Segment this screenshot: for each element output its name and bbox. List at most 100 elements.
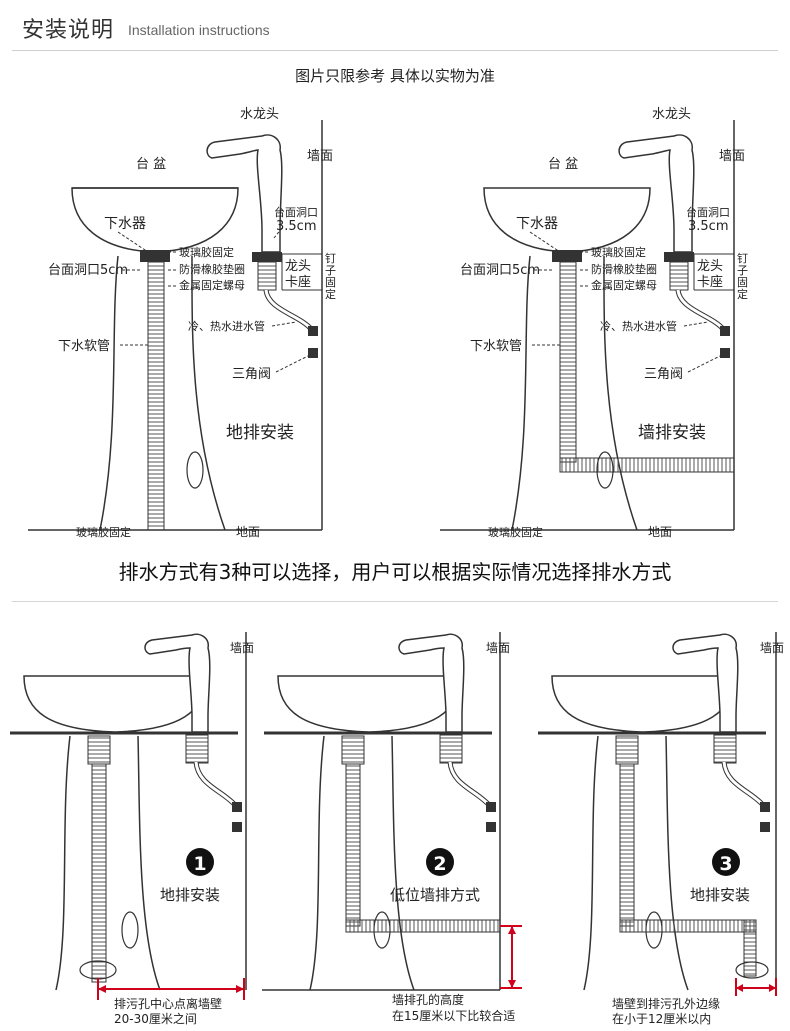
access-hole [121, 911, 139, 949]
faucet [672, 633, 739, 733]
label-metal-nut: 金属固定螺母 [179, 278, 245, 292]
access-hole [645, 911, 663, 949]
label-wall: 墙面 [230, 641, 254, 655]
angle-valve [720, 326, 730, 336]
option-number: 1 [193, 853, 206, 875]
header-divider [12, 50, 778, 51]
svg-text:定: 定 [737, 287, 748, 301]
water-hose [721, 761, 766, 808]
option-2-diagram: 墙面 2 低位墙排方式 墙排孔的高度 在15厘米以下比较合适 [262, 632, 522, 1023]
label-hole-35-b: 3.5cm [276, 219, 317, 234]
label-angle-valve: 三角阀 [644, 367, 683, 382]
basin-bowl [551, 675, 735, 733]
label-hole-5: 台面洞口5cm [460, 263, 540, 278]
drain-pipe [619, 763, 635, 927]
svg-text:子: 子 [737, 264, 748, 277]
faucet-seat [252, 252, 282, 262]
basin-bowl [483, 187, 651, 253]
drain-pipe [559, 261, 577, 463]
angle-valve [486, 802, 496, 812]
label-wall: 墙面 [486, 641, 510, 655]
label-glass-glue: 玻璃胶固定 [179, 245, 234, 259]
basin-bowl [71, 187, 239, 253]
top-diagrams: 水龙头 墙面 台 盆 下水器 玻璃胶固定 台面洞口 3.5cm 台面洞口5cm … [28, 107, 748, 539]
label-soft-pipe: 下水软管 [58, 339, 110, 354]
option-label: 低位墙排方式 [390, 886, 480, 904]
drain-hole [735, 961, 769, 979]
option-number: 2 [433, 853, 446, 875]
label-basin: 台 盆 [136, 157, 166, 172]
svg-text:固: 固 [737, 276, 748, 289]
diagram-floor-drain: 水龙头 墙面 台 盆 下水器 玻璃胶固定 台面洞口 3.5cm 台面洞口5cm … [28, 107, 336, 539]
drain-fitting [552, 250, 582, 262]
angle-valve [308, 326, 318, 336]
drain-pipe [147, 261, 165, 531]
option-number-badge [712, 848, 740, 876]
label-floor-glue: 玻璃胶固定 [488, 525, 543, 539]
label-floor-glue: 玻璃胶固定 [76, 525, 131, 539]
option-3-diagram: 墙面 3 地排安装 墙壁到排污孔外边缘 在小于12厘米以内 [538, 632, 784, 1026]
drain-fitting [140, 250, 170, 262]
label-hole-5: 台面洞口5cm [48, 263, 128, 278]
label-hole-35-b: 3.5cm [688, 219, 729, 234]
label-wall: 墙面 [307, 149, 333, 164]
options-caption: 排水方式有3种可以选择，用户可以根据实际情况选择排水方式 [118, 560, 672, 584]
option-label: 地排安装 [160, 886, 220, 904]
option-number: 3 [719, 853, 732, 875]
option-1-diagram: 墙面 1 地排安装 排污孔中心点离墙壁 20-30厘米之间 [10, 632, 254, 1026]
header: 安装说明 Installation instructions [0, 0, 790, 52]
pedestal [55, 735, 161, 991]
label-wall-drain: 墙排安装 [638, 423, 706, 443]
svg-text:子: 子 [325, 264, 336, 277]
page-title: 安装说明 [22, 18, 115, 43]
label-faucet: 水龙头 [652, 107, 691, 122]
diagram-wall-drain: 水龙头 墙面 台 盆 下水器 玻璃胶固定 台面洞口 3.5cm 台面洞口5cm … [440, 107, 748, 539]
section-divider [12, 601, 778, 602]
label-drain: 下水器 [104, 216, 146, 232]
option-note-1: 墙排孔的高度 [392, 992, 464, 1007]
access-hole [373, 911, 391, 949]
pedestal [99, 255, 226, 531]
faucet [618, 134, 695, 253]
label-water-pipe: 冷、热水进水管 [188, 319, 265, 333]
angle-valve [232, 802, 242, 812]
angle-valve [760, 802, 770, 812]
svg-text:钉: 钉 [737, 252, 748, 265]
page-subtitle: Installation instructions [128, 22, 270, 38]
faucet [206, 134, 283, 253]
faucet [398, 633, 465, 733]
drain-pipe [345, 763, 361, 927]
label-faucet: 水龙头 [240, 107, 279, 122]
label-wall: 墙面 [719, 149, 745, 164]
label-angle-valve: 三角阀 [232, 367, 271, 382]
label-faucet-seat-b: 卡座 [697, 275, 723, 290]
label-anti-slip: 防滑橡胶垫圈 [179, 262, 245, 276]
disclaimer: 图片只限参考 具体以实物为准 [295, 67, 495, 85]
label-faucet-seat-b: 卡座 [285, 275, 311, 290]
label-faucet-seat-a: 龙头 [285, 259, 311, 274]
svg-text:定: 定 [325, 287, 336, 301]
water-hose [447, 761, 492, 808]
label-faucet-seat-a: 龙头 [697, 259, 723, 274]
option-note-2: 20-30厘米之间 [114, 1012, 197, 1026]
label-floor-drain: 地排安装 [226, 423, 294, 443]
svg-text:固: 固 [325, 276, 336, 289]
water-hose [193, 761, 238, 808]
label-soft-pipe: 下水软管 [470, 339, 522, 354]
label-anti-slip: 防滑橡胶垫圈 [591, 262, 657, 276]
faucet [144, 633, 211, 733]
option-note-1: 墙壁到排污孔外边缘 [612, 996, 720, 1011]
label-hole-35-a: 台面洞口 [274, 205, 318, 219]
label-glass-glue: 玻璃胶固定 [591, 245, 646, 259]
label-metal-nut: 金属固定螺母 [591, 278, 657, 292]
label-ground: 地面 [236, 525, 260, 539]
label-water-pipe: 冷、热水进水管 [600, 319, 677, 333]
basin-bowl [23, 675, 207, 733]
pedestal [309, 735, 415, 991]
pedestal [511, 255, 638, 531]
drain-hole [79, 960, 117, 980]
option-number-badge [426, 848, 454, 876]
option-note-2: 在小于12厘米以内 [612, 1012, 711, 1026]
option-number-badge [186, 848, 214, 876]
label-wall: 墙面 [760, 641, 784, 655]
